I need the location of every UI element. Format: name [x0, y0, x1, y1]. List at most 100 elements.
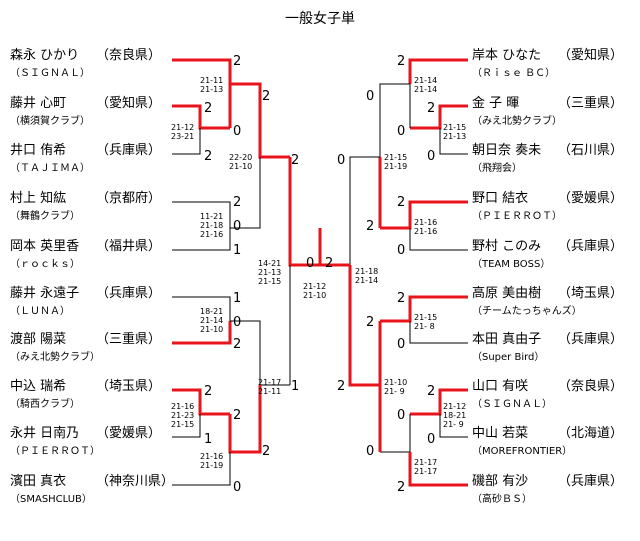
right-player-2-name: 金 子 暉 — [472, 96, 520, 111]
left-player-2-club: （横須賀クラブ） — [10, 116, 90, 127]
right-player-5-club: （TEAM BOSS） — [472, 259, 551, 270]
score-right-r2-d: 0 — [366, 444, 375, 459]
bracket-line-29 — [439, 414, 468, 438]
bracket-line-23 — [409, 228, 468, 251]
right-player-4-pref: （愛媛県） — [558, 191, 624, 206]
left-player-3-pref: （兵庫県） — [96, 143, 162, 158]
left-player-10-club: （SMASHCLUB） — [10, 494, 92, 505]
left-player-4-name: 村上 知紘 — [10, 191, 67, 206]
game-score-r9: 21-17 21-17 — [414, 458, 438, 476]
score-final-left: 0 — [306, 256, 315, 271]
score-left-m8-winner: 2 — [233, 408, 242, 423]
right-player-9-club: （MOREFRONTIER） — [472, 446, 573, 457]
score-left-m8-top: 2 — [204, 384, 213, 399]
score-left-m10-bottom: 0 — [233, 480, 242, 495]
bracket-line-19 — [439, 128, 468, 155]
score-right-m2-top: 2 — [427, 101, 436, 116]
right-player-7-name: 本田 真由子 — [472, 332, 542, 347]
score-left-m6-top: 1 — [233, 291, 242, 306]
left-player-6-club: （ＬＵＮＡ） — [10, 306, 70, 317]
left-player-9-pref: （愛媛県） — [96, 426, 162, 441]
win-path-33 — [348, 265, 380, 387]
win-path-31 — [408, 452, 468, 487]
right-player-3-club: （飛翔会） — [472, 163, 522, 174]
left-player-1-name: 森永 ひかり — [10, 48, 80, 63]
right-player-10-club: （高砂ＢＳ） — [472, 494, 532, 505]
page-title: 一般女子単 — [285, 11, 355, 27]
right-player-10-pref: （兵庫県） — [558, 474, 624, 489]
score-left-m2-bottom: 2 — [204, 149, 213, 164]
score-left-r2-a: 2 — [262, 89, 271, 104]
score-right-m8-winner: 0 — [397, 408, 406, 423]
left-player-4-pref: （京都府） — [96, 191, 162, 206]
score-right-m1-bottom: 0 — [397, 124, 406, 139]
right-player-5-pref: （兵庫県） — [558, 239, 624, 254]
right-player-6-pref: （埼玉県） — [558, 286, 624, 301]
left-player-6-name: 藤井 永遠子 — [10, 286, 80, 301]
left-player-7-name: 渡部 陽菜 — [10, 332, 67, 347]
score-left-m4-top: 2 — [233, 195, 242, 210]
left-player-2-pref: （愛知県） — [96, 96, 162, 111]
game-score-l9: 21-16 21-19 — [200, 452, 224, 470]
right-player-1-name: 岸本 ひなた — [472, 48, 542, 63]
win-path-12 — [172, 388, 230, 416]
game-score-l4: 11-21 21-18 21-16 — [200, 212, 224, 239]
left-player-7-pref: （三重県） — [96, 332, 162, 347]
right-player-10-name: 磯部 有沙 — [472, 474, 529, 489]
score-right-r3-b: 2 — [337, 379, 346, 394]
score-right-m8-bottom: 0 — [427, 432, 436, 447]
left-player-8-pref: （埼玉県） — [96, 379, 162, 394]
right-player-8-name: 山口 有咲 — [472, 379, 529, 394]
bracket-line-27 — [409, 321, 468, 344]
win-path-1 — [172, 58, 232, 84]
game-score-l1: 21-11 21-13 — [200, 76, 224, 94]
score-right-m2-bottom: 0 — [427, 149, 436, 164]
score-right-r2-b: 2 — [366, 219, 375, 234]
right-player-2-pref: （三重県） — [558, 96, 624, 111]
left-player-10-pref: （神奈川県） — [96, 474, 175, 489]
right-player-7-club: （Super Bird） — [472, 352, 545, 363]
score-left-m6-winner: 0 — [233, 315, 242, 330]
score-left-m1-bottom: 0 — [233, 124, 242, 139]
game-score-r5: 21-18 21-14 — [355, 267, 379, 285]
score-right-m4-bottom: 0 — [397, 243, 406, 258]
score-left-m3-bottom: 0 — [233, 219, 242, 234]
left-player-3-name: 井口 侑希 — [10, 143, 67, 158]
left-player-9-club: （ＰＩＥＲＲＯＴ） — [10, 446, 100, 457]
score-left-r2-d: 2 — [262, 444, 271, 459]
left-player-5-pref: （福井県） — [96, 239, 162, 254]
right-player-9-name: 中山 若菜 — [472, 426, 529, 441]
left-player-10-name: 濱田 真衣 — [10, 474, 67, 489]
left-player-4-club: （舞鶴クラブ） — [10, 211, 80, 222]
score-left-m4-bottom: 1 — [233, 243, 242, 258]
game-score-l2: 21-12 23-21 — [171, 123, 195, 141]
game-score-l8: 21-16 21-23 21-15 — [171, 402, 195, 429]
right-player-6-club: （チームたっちゃんズ） — [472, 306, 582, 317]
left-player-1-pref: （奈良県） — [96, 48, 162, 63]
score-left-r3-a: 2 — [291, 153, 300, 168]
right-player-8-pref: （奈良県） — [558, 379, 624, 394]
right-player-3-pref: （石川県） — [558, 143, 624, 158]
left-player-9-name: 永井 日南乃 — [10, 426, 80, 441]
score-left-r3-b: 1 — [291, 379, 300, 394]
win-path-18 — [410, 104, 468, 130]
score-right-m6-bottom: 0 — [397, 337, 406, 352]
left-player-3-club: （ＴＡＪＩＭＡ） — [10, 163, 90, 174]
score-left-m8-bottom: 1 — [204, 432, 213, 447]
left-player-2-name: 藤井 心町 — [10, 96, 67, 111]
game-score-r2: 21-15 21-13 — [443, 123, 467, 141]
left-player-5-club: （ｒｏｃｋｓ） — [10, 259, 80, 270]
right-player-9-pref: （北海道） — [558, 426, 624, 441]
win-path-5 — [230, 82, 290, 159]
left-player-6-pref: （兵庫県） — [96, 286, 162, 301]
score-right-m6-top: 2 — [397, 291, 406, 306]
bracket-line-21 — [379, 83, 410, 157]
score-left-m1-top: 2 — [233, 54, 242, 69]
bracket-line-9 — [172, 296, 231, 321]
game-score-r4: 21-16 21-16 — [414, 218, 438, 236]
game-score-l7: 21-17 21-11 — [258, 378, 282, 396]
bracket-line-15 — [172, 452, 231, 486]
bracket-line-30 — [380, 414, 411, 453]
bracket-line-25 — [349, 156, 380, 265]
right-player-4-name: 野口 結衣 — [472, 191, 529, 206]
